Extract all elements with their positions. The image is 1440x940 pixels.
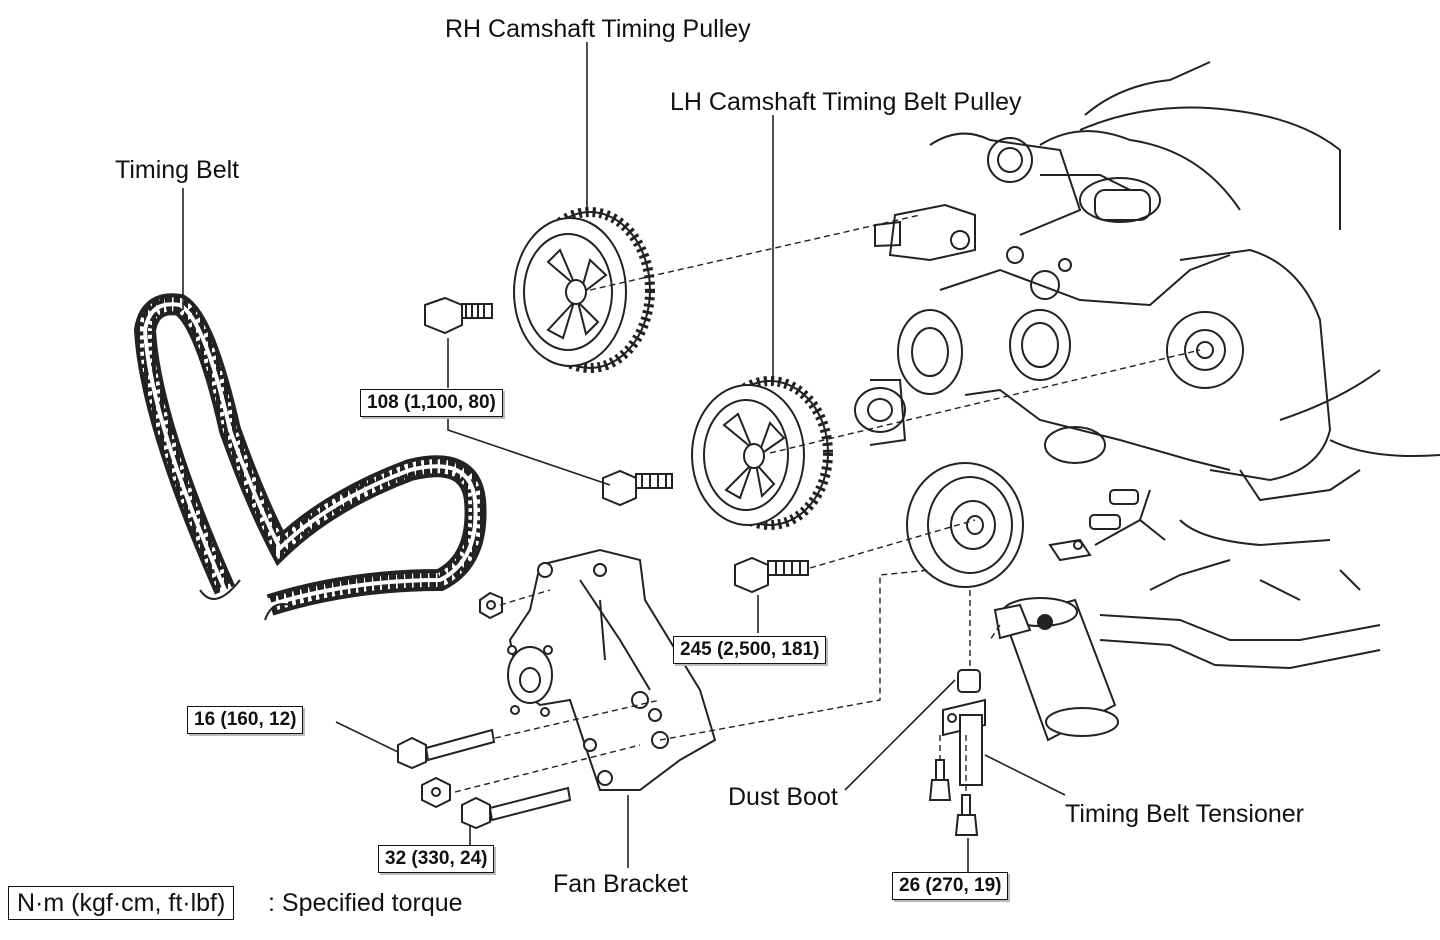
torque-bracket-bolt-lower: 32 (330, 24) — [378, 845, 495, 873]
tensioner-part — [942, 669, 986, 786]
oil-filter — [993, 597, 1119, 742]
legend-unit-box: N·m (kgf·cm, ft·lbf) — [8, 886, 235, 920]
label-rh-camshaft-pulley: RH Camshaft Timing Pulley — [445, 15, 751, 43]
label-timing-belt: Timing Belt — [115, 156, 240, 184]
idler-pulley — [906, 462, 1024, 588]
torque-crank-bolt: 245 (2,500, 181) — [673, 636, 827, 664]
bolts — [397, 296, 979, 836]
label-lh-camshaft-pulley: LH Camshaft Timing Belt Pulley — [670, 88, 1022, 116]
timing-belt — [133, 293, 487, 621]
label-fan-bracket: Fan Bracket — [553, 870, 688, 898]
fan-bracket-part — [507, 548, 717, 791]
label-timing-belt-tensioner: Timing Belt Tensioner — [1065, 800, 1305, 828]
torque-bracket-bolt: 16 (160, 12) — [187, 706, 304, 734]
label-dust-boot: Dust Boot — [728, 783, 838, 811]
leader-lines — [182, 42, 1066, 872]
legend-text: : Specified torque — [268, 889, 463, 917]
lh-camshaft-pulley — [691, 376, 833, 530]
engine-block — [854, 61, 1440, 670]
rh-camshaft-pulley — [513, 207, 655, 373]
torque-cam-bolt: 108 (1,100, 80) — [360, 389, 503, 417]
torque-tensioner-bolt: 26 (270, 19) — [892, 872, 1009, 900]
alignment-lines — [454, 214, 1201, 795]
